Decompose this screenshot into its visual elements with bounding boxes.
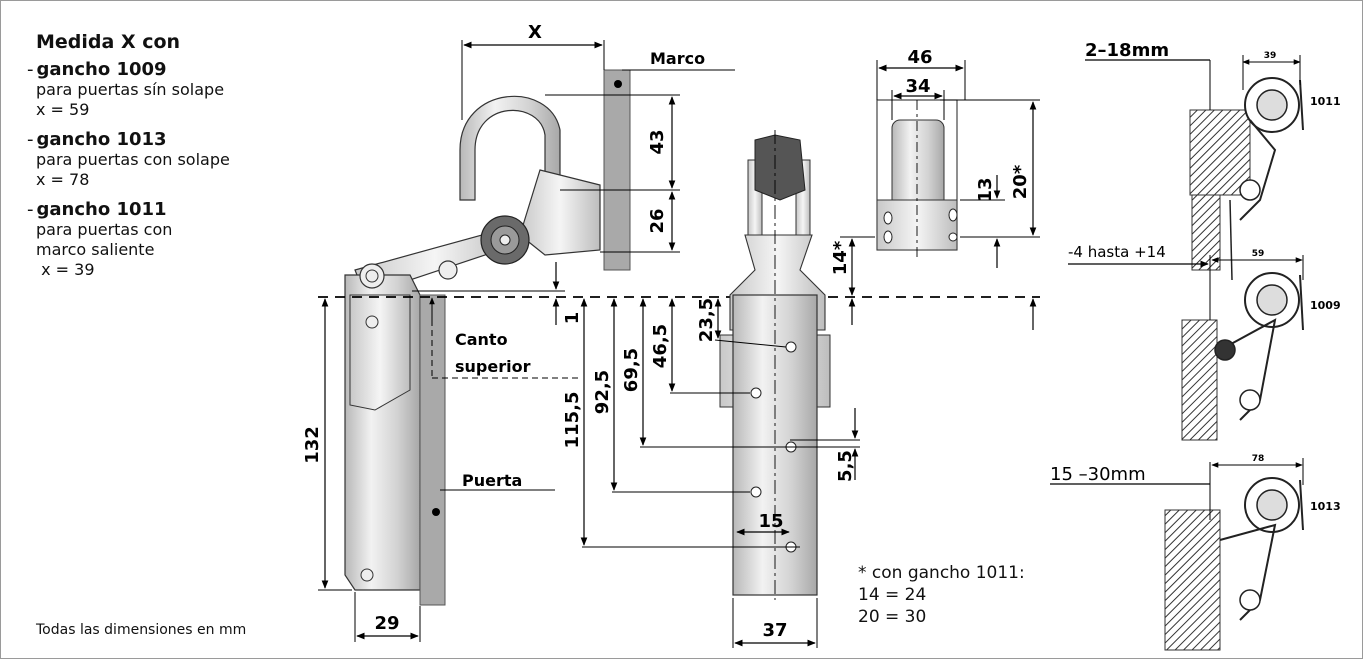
- dim-69-5: 69,5: [621, 348, 642, 392]
- variant-1011-code: 1011: [1310, 95, 1341, 108]
- dim-15: 15: [758, 511, 783, 532]
- screw: [365, 315, 379, 329]
- dim-1: 1: [562, 312, 583, 325]
- front-body: [732, 294, 818, 596]
- variant-1011-dim: 39: [1264, 51, 1277, 61]
- footnote-line: * con gancho 1011:: [858, 563, 1025, 583]
- dim-29: 29: [374, 613, 399, 634]
- legend-item-value: x = 78: [36, 170, 90, 189]
- legend-item-value: x = 39: [36, 260, 95, 279]
- variant-1013-range: 15 –30mm: [1050, 464, 1146, 485]
- arm-pivot: [438, 260, 458, 280]
- dim-115-5: 115,5: [562, 392, 583, 449]
- closer-cover: [349, 294, 411, 411]
- units-footer: Todas las dimensiones en mm: [36, 622, 247, 638]
- dim-46-5: 46,5: [650, 324, 671, 368]
- main-side-view: [318, 40, 1040, 642]
- variant-1013-code: 1013: [1310, 500, 1341, 513]
- label-superior: superior: [455, 357, 531, 376]
- legend-item-value: x = 59: [36, 100, 90, 119]
- legend-item-1009: -gancho 1009 para puertas sín solape x =…: [27, 59, 336, 120]
- dim-26: 26: [647, 208, 668, 233]
- hook-bracket: [519, 169, 601, 256]
- variant-1011-range: 2–18mm: [1085, 40, 1169, 61]
- detail-roller: [891, 119, 945, 211]
- label-marco: Marco: [650, 49, 705, 68]
- variant-1009-dim: 59: [1252, 249, 1265, 259]
- legend: Medida X con -gancho 1009 para puertas s…: [27, 31, 336, 290]
- dim-13: 13: [975, 177, 996, 202]
- dim-34: 34: [905, 76, 930, 97]
- legend-item-desc: para puertas con: [36, 220, 173, 239]
- wall-hatch: [1164, 509, 1221, 651]
- wall-hatch: [1189, 109, 1251, 196]
- dim-14: 14*: [830, 240, 851, 275]
- dim-x: X: [528, 22, 542, 43]
- mount-hole: [750, 486, 762, 498]
- variant-1009: [1068, 255, 1304, 441]
- footnote-line: 14 = 24: [858, 585, 927, 605]
- variant-1009-range: -4 hasta +14: [1068, 243, 1166, 261]
- variant-1013: [1050, 458, 1304, 651]
- frame-bar: [603, 69, 631, 271]
- roller-detail-view: [840, 60, 1040, 330]
- door-dot: [432, 508, 440, 516]
- dim-132: 132: [302, 426, 323, 464]
- footnote: * con gancho 1011: 14 = 24 20 = 30: [858, 562, 1025, 628]
- mount-hole: [785, 341, 797, 353]
- dim-92-5: 92,5: [592, 370, 613, 414]
- mount-hole: [750, 387, 762, 399]
- legend-item-name: gancho 1009: [36, 59, 167, 80]
- dim-20: 20*: [1010, 164, 1031, 199]
- dim-46: 46: [907, 47, 932, 68]
- dim-5-5: 5,5: [835, 450, 856, 482]
- dim-23-5: 23,5: [696, 298, 717, 342]
- front-view: [580, 130, 860, 648]
- legend-item-1013: -gancho 1013 para puertas con solape x =…: [27, 129, 336, 190]
- dim-37: 37: [762, 620, 787, 641]
- wall-hatch: [1181, 319, 1218, 441]
- legend-item-desc: marco saliente: [36, 240, 155, 259]
- label-canto: Canto: [455, 330, 508, 349]
- legend-dash: -: [27, 199, 34, 220]
- legend-dash: -: [27, 59, 34, 80]
- legend-item-1011: -gancho 1011 para puertas con marco sali…: [27, 199, 336, 280]
- legend-dash: -: [27, 129, 34, 150]
- footnote-line: 20 = 30: [858, 607, 927, 627]
- door-bar: [419, 294, 446, 606]
- variant-1013-dim: 78: [1252, 454, 1265, 464]
- label-puerta: Puerta: [462, 471, 522, 490]
- screw: [360, 568, 374, 582]
- legend-item-desc: para puertas sín solape: [36, 80, 225, 99]
- legend-title: Medida X con: [36, 31, 181, 53]
- legend-item-desc: para puertas con solape: [36, 150, 230, 169]
- frame-dot: [614, 80, 622, 88]
- legend-item-name: gancho 1013: [36, 129, 167, 150]
- variant-1009-code: 1009: [1310, 299, 1341, 312]
- top-screw: [359, 263, 385, 289]
- legend-item-name: gancho 1011: [36, 199, 167, 220]
- dim-43: 43: [647, 129, 668, 154]
- front-roller: [754, 134, 806, 201]
